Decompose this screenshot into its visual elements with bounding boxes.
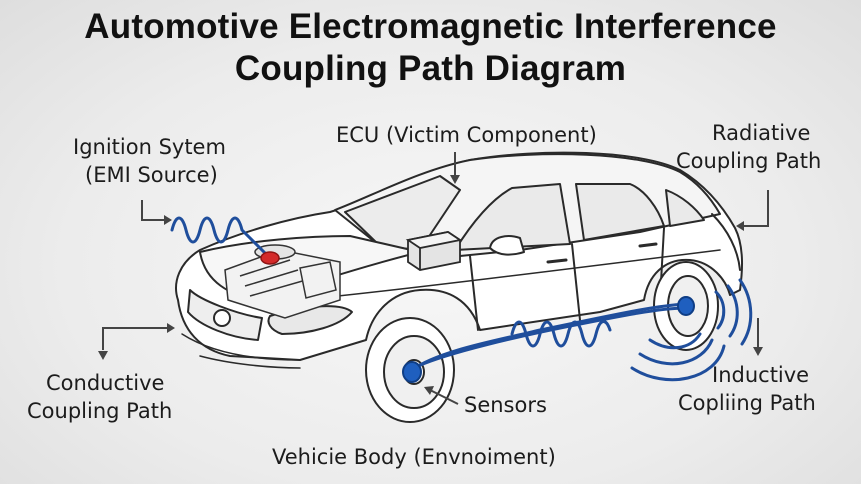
- inductive-label-line-1: Inductive: [712, 363, 810, 387]
- conductive-label-line-2: Coupling Path: [27, 399, 173, 423]
- arrow-heads: [98, 175, 763, 395]
- title-line-1: Automotive Electromagnetic Interference: [84, 7, 777, 46]
- sensor-nodes: [402, 296, 695, 383]
- sensors-label: Sensors: [464, 393, 547, 417]
- vehicle-body-label: Vehicie Body (Envnoiment): [272, 445, 556, 469]
- ecu-box: [405, 231, 463, 271]
- callout-arrows: [102, 152, 769, 405]
- ignition-label-line-1: Ignition Sytem: [73, 135, 226, 159]
- inductive-label-line-2: Copliing Path: [678, 391, 816, 415]
- ignition-source-node: [260, 251, 280, 265]
- emi-wiring: [170, 216, 753, 382]
- conductive-label-line-1: Conductive: [46, 371, 165, 395]
- ignition-label-line-2: (EMI Source): [85, 163, 218, 187]
- radiative-label-line-1: Radiative: [712, 121, 811, 145]
- radiative-label-line-2: Coupling Path: [676, 149, 822, 173]
- engine: [224, 244, 341, 319]
- title-line-2: Coupling Path Diagram: [234, 49, 627, 88]
- ecu-label: ECU (Victim Component): [336, 123, 597, 147]
